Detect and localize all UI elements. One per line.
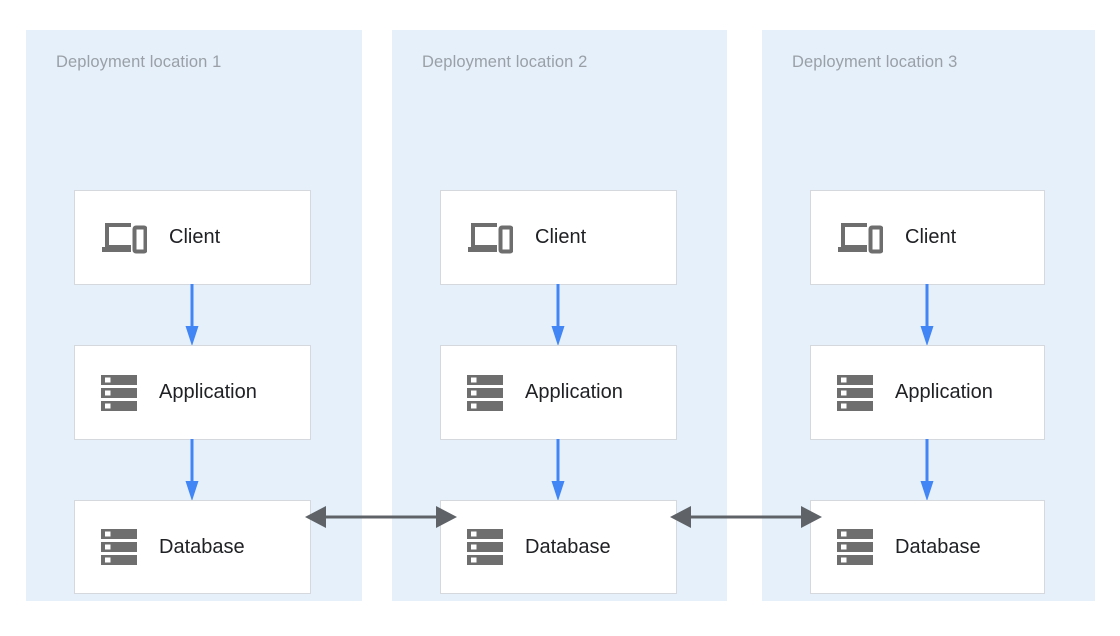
zone-2-node-application[interactable]: Application bbox=[440, 345, 677, 440]
zone-1-arrow-client-to-application bbox=[182, 284, 202, 346]
zone-3-node-client[interactable]: Client bbox=[810, 190, 1045, 285]
zone-2-node-application-label: Application bbox=[525, 381, 623, 403]
zone-3-node-client-label: Client bbox=[905, 226, 957, 248]
zone-3-title: Deployment location 3 bbox=[792, 53, 958, 71]
zone-1-node-application-label: Application bbox=[159, 381, 257, 403]
zone-1-node-client[interactable]: Client bbox=[74, 190, 311, 285]
zone-2-node-database[interactable]: Database bbox=[440, 500, 677, 594]
zone-3-arrow-application-to-database bbox=[917, 439, 937, 501]
zone-3-node-application[interactable]: Application bbox=[810, 345, 1045, 440]
server-rack-icon bbox=[837, 528, 873, 566]
zone-1-title: Deployment location 1 bbox=[56, 53, 222, 71]
deployment-zone-1: Deployment location 1 Client bbox=[26, 30, 362, 601]
client-devices-icon bbox=[101, 219, 148, 257]
zone-2-node-client[interactable]: Client bbox=[440, 190, 677, 285]
db-replication-arrow-zone2-zone3 bbox=[670, 502, 822, 532]
zone-2-node-database-label: Database bbox=[525, 535, 611, 558]
zone-1-node-database[interactable]: Database bbox=[74, 500, 311, 594]
client-devices-icon bbox=[837, 219, 884, 257]
client-devices-icon bbox=[467, 219, 514, 257]
zone-3-node-database[interactable]: Database bbox=[810, 500, 1045, 594]
zone-2-node-client-label: Client bbox=[535, 226, 587, 248]
zone-2-arrow-application-to-database bbox=[548, 439, 568, 501]
deployment-zone-2: Deployment location 2 Client bbox=[392, 30, 727, 601]
server-rack-icon bbox=[101, 374, 137, 412]
zone-3-arrow-client-to-application bbox=[917, 284, 937, 346]
zone-3-node-database-label: Database bbox=[895, 535, 981, 558]
zone-1-node-application[interactable]: Application bbox=[74, 345, 311, 440]
deployment-zone-3: Deployment location 3 Client bbox=[762, 30, 1095, 601]
server-rack-icon bbox=[101, 528, 137, 566]
zone-2-arrow-client-to-application bbox=[548, 284, 568, 346]
zone-2-title: Deployment location 2 bbox=[422, 53, 588, 71]
zone-1-node-database-label: Database bbox=[159, 535, 245, 558]
server-rack-icon bbox=[467, 528, 503, 566]
zone-1-node-client-label: Client bbox=[169, 226, 221, 248]
zone-3-node-application-label: Application bbox=[895, 381, 993, 403]
db-replication-arrow-zone1-zone2 bbox=[305, 502, 457, 532]
zone-1-arrow-application-to-database bbox=[182, 439, 202, 501]
server-rack-icon bbox=[837, 374, 873, 412]
server-rack-icon bbox=[467, 374, 503, 412]
